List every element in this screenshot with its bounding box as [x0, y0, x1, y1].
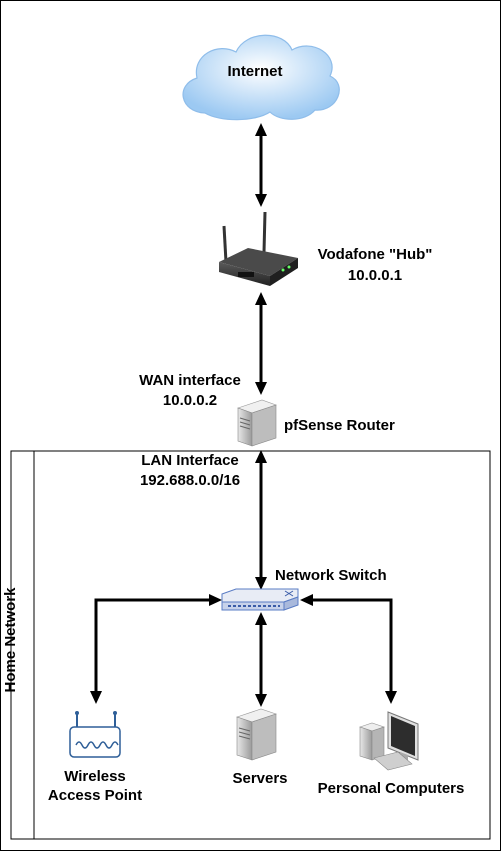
network-switch-icon: [221, 588, 299, 611]
hub-ip-label: 10.0.0.1: [347, 267, 403, 284]
link-switch-pcs: [310, 598, 393, 694]
internet-cloud-icon: [182, 34, 340, 121]
home-network-title: Home Network: [2, 587, 19, 693]
connections: [90, 123, 397, 707]
servers-icon: [236, 708, 277, 761]
hub-router-icon: [219, 211, 298, 286]
hub-name-label: Vodafone "Hub": [317, 246, 433, 263]
link-switch-ap: [94, 598, 212, 694]
pfsense-server-icon: [237, 399, 277, 447]
internet-label: Internet: [227, 63, 283, 80]
wan-name-label: WAN interface: [139, 372, 241, 389]
network-switch-label: Network Switch: [275, 567, 387, 584]
wireless-ap-label-line2: Access Point: [47, 787, 143, 804]
lan-name-label: LAN Interface: [141, 452, 239, 469]
wireless-ap-icon: [69, 711, 121, 758]
home-network-container: [10, 450, 491, 840]
wireless-ap-label-line1: Wireless: [64, 768, 126, 785]
servers-label: Servers: [232, 770, 288, 787]
wan-ip-label: 10.0.0.2: [162, 392, 218, 409]
lan-ip-label: 192.688.0.0/16: [139, 472, 241, 489]
pfsense-router-label: pfSense Router: [284, 417, 395, 434]
personal-computer-icon: [359, 711, 419, 771]
personal-computers-label: Personal Computers: [317, 780, 465, 797]
